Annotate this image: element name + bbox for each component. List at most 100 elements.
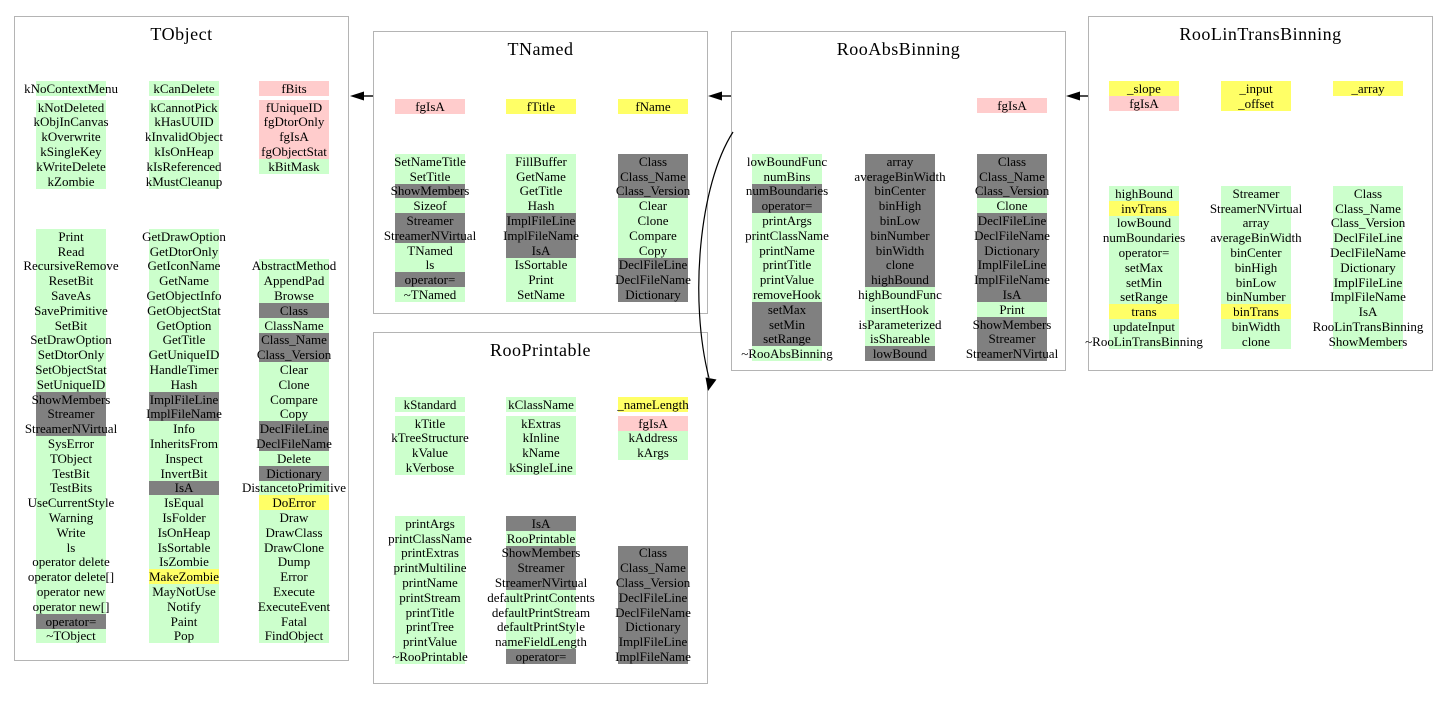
- member-implfileline[interactable]: ImplFileLine: [506, 213, 576, 228]
- member-kaddress[interactable]: kAddress: [618, 430, 688, 446]
- member-copy[interactable]: Copy: [618, 242, 688, 258]
- member-testbits[interactable]: TestBits: [36, 480, 106, 496]
- member-operator-delete[interactable]: operator delete[]: [28, 569, 114, 585]
- member-warning[interactable]: Warning: [36, 510, 106, 525]
- member-declfileline[interactable]: DeclFileLine: [618, 589, 688, 605]
- member-distancetoprimitive[interactable]: DistancetoPrimitive: [242, 480, 346, 496]
- member-namefieldlength[interactable]: nameFieldLength: [495, 634, 587, 650]
- member-numboundaries[interactable]: numBoundaries: [1103, 230, 1185, 246]
- member-hash[interactable]: Hash: [149, 376, 219, 392]
- member-clone[interactable]: clone: [865, 257, 935, 273]
- member-usecurrentstyle[interactable]: UseCurrentStyle: [28, 495, 114, 511]
- member-classname[interactable]: ClassName: [259, 317, 329, 333]
- member-offset[interactable]: _offset: [1221, 95, 1291, 111]
- member-operator-delete[interactable]: operator delete: [32, 554, 110, 570]
- class-title-tnamed[interactable]: TNamed: [507, 39, 574, 59]
- member-issortable[interactable]: IsSortable: [149, 539, 219, 555]
- member-clone[interactable]: Clone: [977, 198, 1047, 214]
- member-class-name[interactable]: Class_Name: [259, 332, 329, 348]
- member-execute[interactable]: Execute: [259, 584, 329, 599]
- member-class-version[interactable]: Class_Version: [257, 347, 331, 363]
- member-setrange[interactable]: setRange: [1109, 289, 1179, 305]
- member-kstandard[interactable]: kStandard: [395, 397, 465, 412]
- member-isparameterized[interactable]: isParameterized: [859, 316, 942, 332]
- member-setuniqueid[interactable]: SetUniqueID: [36, 376, 106, 392]
- member-operator-new[interactable]: operator new[]: [33, 598, 109, 614]
- member-kargs[interactable]: kArgs: [618, 445, 688, 461]
- member-kisonheap[interactable]: kIsOnHeap: [149, 144, 219, 159]
- member-write[interactable]: Write: [36, 524, 106, 540]
- member-dictionary[interactable]: Dictionary: [618, 287, 688, 302]
- member-getname[interactable]: GetName: [506, 168, 576, 184]
- member-abstractmethod[interactable]: AbstractMethod: [252, 258, 336, 274]
- class-title-roolintransbinning[interactable]: RooLinTransBinning: [1179, 24, 1342, 44]
- member-isa[interactable]: IsA: [149, 480, 219, 496]
- member-pop[interactable]: Pop: [149, 628, 219, 644]
- member-handletimer[interactable]: HandleTimer: [149, 362, 219, 377]
- member-class-name[interactable]: Class_Name: [1333, 200, 1403, 216]
- member-binhigh[interactable]: binHigh: [865, 198, 935, 214]
- member-notify[interactable]: Notify: [149, 598, 219, 614]
- member-binnumber[interactable]: binNumber: [865, 227, 935, 243]
- member-kextras[interactable]: kExtras: [506, 415, 576, 431]
- member-streamer[interactable]: Streamer: [977, 331, 1047, 347]
- member-kverbose[interactable]: kVerbose: [395, 460, 465, 475]
- member-kclassname[interactable]: kClassName: [506, 397, 576, 412]
- member-delete[interactable]: Delete: [259, 450, 329, 466]
- member-binlow[interactable]: binLow: [865, 213, 935, 228]
- member-fbits[interactable]: fBits: [259, 81, 329, 96]
- member-printtitle[interactable]: printTitle: [395, 604, 465, 620]
- member-input[interactable]: _input: [1221, 81, 1291, 96]
- member-print[interactable]: Print: [36, 229, 106, 244]
- member-clear[interactable]: Clear: [618, 198, 688, 214]
- member-printargs[interactable]: printArgs: [395, 516, 465, 531]
- member-dictionary[interactable]: Dictionary: [1333, 259, 1403, 275]
- member-testbit[interactable]: TestBit: [36, 465, 106, 481]
- member-setbit[interactable]: SetBit: [36, 317, 106, 333]
- member-operator-new[interactable]: operator new: [36, 584, 106, 599]
- member-declfileline[interactable]: DeclFileLine: [977, 213, 1047, 228]
- member-khasuuid[interactable]: kHasUUID: [149, 114, 219, 130]
- member-knotdeleted[interactable]: kNotDeleted: [36, 99, 106, 115]
- member-getdrawoption[interactable]: GetDrawOption: [142, 229, 226, 244]
- member-getobjectstat[interactable]: GetObjectStat: [147, 302, 221, 318]
- member-kbitmask[interactable]: kBitMask: [259, 158, 329, 174]
- member-setmin[interactable]: setMin: [1109, 274, 1179, 290]
- member-binwidth[interactable]: binWidth: [1221, 319, 1291, 334]
- member-saveprimitive[interactable]: SavePrimitive: [34, 302, 108, 318]
- member-class-version[interactable]: Class_Version: [616, 183, 690, 199]
- member-class[interactable]: Class: [259, 302, 329, 318]
- member-getobjectinfo[interactable]: GetObjectInfo: [146, 288, 222, 303]
- member-setname[interactable]: SetName: [506, 287, 576, 302]
- member-printvalue[interactable]: printValue: [752, 272, 822, 288]
- member-dictionary[interactable]: Dictionary: [618, 619, 688, 635]
- class-title-tobject[interactable]: TObject: [150, 24, 213, 44]
- member-declfileline[interactable]: DeclFileLine: [1333, 230, 1403, 246]
- member-operator[interactable]: operator=: [506, 649, 576, 664]
- member-resetbit[interactable]: ResetBit: [36, 273, 106, 289]
- member-fgisa[interactable]: fgIsA: [1109, 95, 1179, 111]
- member-kwritedelete[interactable]: kWriteDelete: [36, 158, 106, 174]
- member-streamer[interactable]: Streamer: [395, 213, 465, 228]
- member-streamer[interactable]: Streamer: [506, 560, 576, 576]
- member-ktreestructure[interactable]: kTreeStructure: [391, 430, 469, 446]
- member-dictionary[interactable]: Dictionary: [977, 242, 1047, 258]
- member-implfilename[interactable]: ImplFileName: [146, 406, 222, 422]
- member-info[interactable]: Info: [149, 421, 219, 437]
- member-binwidth[interactable]: binWidth: [865, 242, 935, 258]
- member-numbins[interactable]: numBins: [752, 168, 822, 184]
- member-isshareable[interactable]: isShareable: [865, 331, 935, 347]
- member-browse[interactable]: Browse: [259, 288, 329, 303]
- member-compare[interactable]: Compare: [259, 391, 329, 407]
- member-implfilename[interactable]: ImplFileName: [974, 272, 1050, 288]
- member-showmembers[interactable]: ShowMembers: [502, 545, 580, 561]
- member-numboundaries[interactable]: numBoundaries: [746, 183, 828, 199]
- member-class[interactable]: Class: [618, 545, 688, 561]
- member-copy[interactable]: Copy: [259, 406, 329, 422]
- member-drawclone[interactable]: DrawClone: [259, 539, 329, 555]
- member-invertbit[interactable]: InvertBit: [149, 465, 219, 481]
- member-isa[interactable]: IsA: [977, 287, 1047, 302]
- member-tnamed[interactable]: TNamed: [395, 242, 465, 258]
- member-rooprintable[interactable]: ~RooPrintable: [392, 649, 468, 664]
- member-showmembers[interactable]: ShowMembers: [1329, 333, 1407, 349]
